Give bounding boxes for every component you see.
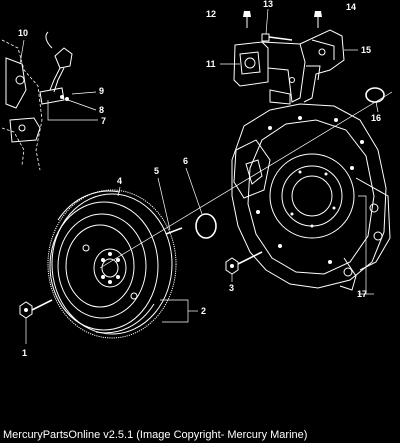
dowel-pin (157, 177, 183, 235)
leader-lines (19, 39, 374, 323)
callout-9: 9 (99, 86, 104, 96)
sensor-assembly (1, 31, 73, 171)
callout-2: 2 (201, 306, 206, 316)
bolt-14 (314, 11, 322, 28)
callout-8: 8 (99, 105, 104, 115)
callout-17: 17 (357, 289, 367, 299)
bolt-12 (243, 11, 251, 28)
bracket-assembly (233, 29, 345, 105)
callout-1: 1 (22, 348, 27, 358)
callout-10: 10 (18, 28, 28, 38)
callout-14: 14 (346, 2, 356, 12)
callout-16: 16 (371, 113, 381, 123)
seal-plate (185, 167, 217, 239)
callout-7: 7 (101, 116, 106, 126)
callout-6: 6 (183, 156, 188, 166)
callout-labels: 1 2 3 4 5 6 7 8 9 10 11 12 13 14 15 16 1… (18, 0, 381, 358)
copyright-caption: MercuryPartsOnline v2.5.1 (Image Copyrig… (3, 429, 308, 441)
assembly-axis-line (99, 91, 393, 269)
callout-4: 4 (117, 176, 122, 186)
flywheel-housing (231, 103, 391, 291)
callout-12: 12 (206, 9, 216, 19)
flywheel (47, 189, 177, 339)
bolt-13 (261, 8, 293, 42)
callout-15: 15 (361, 45, 371, 55)
callout-3: 3 (229, 283, 234, 293)
seal-16 (365, 87, 385, 113)
flywheel-bolt (19, 299, 53, 344)
callout-13: 13 (263, 0, 273, 9)
callout-11: 11 (206, 59, 216, 69)
housing-bolt (225, 251, 263, 282)
callout-5: 5 (154, 166, 159, 176)
